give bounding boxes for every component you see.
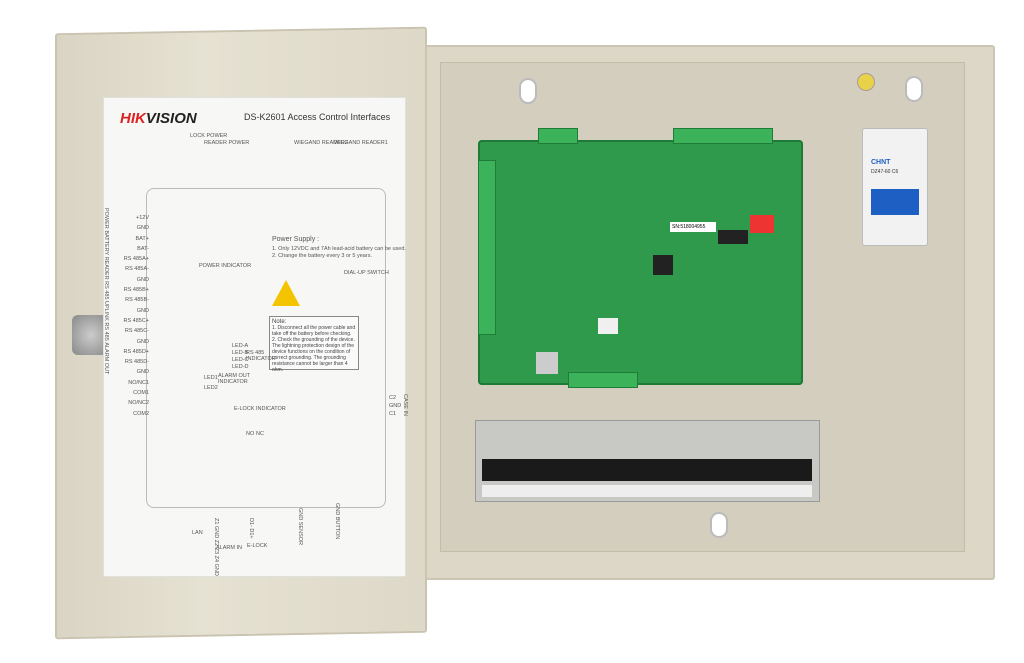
case-in-label: CASE IN bbox=[402, 394, 408, 417]
dial-switch-label: DIAL-UP SWITCH bbox=[344, 270, 389, 276]
ic-chip bbox=[718, 230, 748, 244]
lock-power-label: LOCK POWER bbox=[190, 133, 228, 139]
power-supply-line1: 1. Only 12VDC and 7Ah lead-acid battery … bbox=[272, 246, 406, 252]
elock-label: E-LOCK bbox=[247, 543, 268, 549]
left-terminal-block bbox=[478, 160, 496, 335]
label-title: DS-K2601 Access Control Interfaces bbox=[244, 112, 391, 122]
power-indicator-label: POWER INDICATOR bbox=[199, 263, 252, 269]
bottom-terminal-block bbox=[568, 372, 638, 388]
mounting-hole bbox=[519, 78, 537, 104]
wiegand-terminal-block bbox=[673, 128, 773, 144]
no-label: NO bbox=[246, 431, 255, 437]
wiring-diagram-label: HIKVISION DS-K2601 Access Control Interf… bbox=[103, 97, 408, 577]
alarm-in-label: ALARM IN bbox=[216, 545, 242, 551]
breaker-model: DZ47-60 C6 bbox=[871, 169, 899, 175]
wiegand2-label: WIEGAND READER2 bbox=[294, 140, 348, 146]
alarm-in-terminals: Z1 GND Z2 Z3 Z4 GND bbox=[213, 518, 219, 576]
rs485-indicator-label: RS 485 INDICATOR bbox=[246, 350, 276, 362]
screw-terminal-row bbox=[482, 459, 812, 481]
terminal-marker-bar bbox=[482, 485, 812, 497]
nc-label: NC bbox=[256, 431, 264, 437]
dip-switch[interactable] bbox=[750, 215, 774, 233]
mounting-hole bbox=[710, 512, 728, 538]
controller-pcb: SN:518004955 bbox=[478, 128, 803, 388]
side-group-labels: POWER BATTERY READER RS 485 UPLINK RS 48… bbox=[103, 208, 109, 375]
button-label: GND BUTTON bbox=[334, 503, 340, 540]
serial-sticker: SN:518004955 bbox=[670, 222, 716, 232]
breaker-brand: CHNT bbox=[871, 159, 891, 166]
lan-label: LAN bbox=[192, 530, 203, 536]
ground-symbol-icon bbox=[857, 73, 875, 91]
mounting-hole bbox=[905, 76, 923, 102]
board-outline bbox=[146, 188, 386, 508]
note-box: Note:1. Disconnect all the power cable a… bbox=[269, 316, 359, 373]
elock-indicator-label: E-LOCK INDICATOR bbox=[234, 406, 286, 412]
breaker-switch[interactable] bbox=[871, 189, 919, 215]
power-supply-line2: 2. Change the battery every 3 or 5 years… bbox=[272, 253, 372, 259]
alarm-out-indicator-label: ALARM OUT INDICATOR bbox=[218, 373, 250, 385]
reader-power-label: READER POWER bbox=[204, 140, 250, 146]
terminal-strip bbox=[475, 420, 820, 502]
circuit-breaker: CHNT DZ47-60 C6 bbox=[862, 128, 928, 246]
sensor-label: GND SENSOR bbox=[297, 508, 303, 545]
cpu-chip bbox=[653, 255, 673, 275]
warning-icon bbox=[272, 280, 300, 306]
elock-terminals: D1- D1+ bbox=[248, 518, 254, 539]
top-terminal-block bbox=[538, 128, 578, 144]
lan-port[interactable] bbox=[536, 352, 558, 374]
wiegand1-label: WIEGAND READER1 bbox=[334, 140, 388, 146]
brand-logo: HIKVISION bbox=[120, 110, 197, 127]
power-supply-heading: Power Supply : bbox=[272, 236, 320, 243]
relay bbox=[598, 318, 618, 334]
